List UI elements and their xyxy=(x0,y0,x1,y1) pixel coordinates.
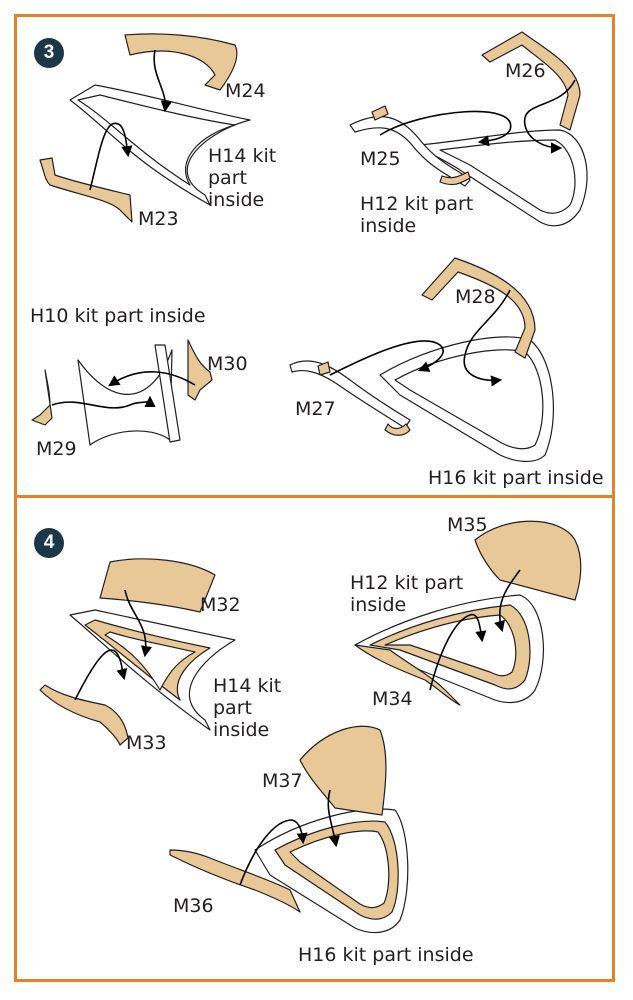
label-h12-inside: H12 kit part inside xyxy=(360,193,474,237)
h10-kit-part xyxy=(77,349,173,446)
arrow-m35 xyxy=(494,569,521,633)
step-3-badge: 3 xyxy=(34,38,64,68)
label-m37: M37 xyxy=(262,770,303,792)
m36-part xyxy=(169,849,301,913)
m24-part xyxy=(124,33,238,91)
label-m29: M29 xyxy=(36,438,77,460)
step-divider xyxy=(14,495,615,498)
m32-part xyxy=(99,558,216,613)
step3-h12-assembly xyxy=(349,31,588,227)
label-m28: M28 xyxy=(455,286,496,308)
arrow-m36 xyxy=(239,819,308,886)
m23-part xyxy=(39,157,133,223)
label-m23: M23 xyxy=(138,208,179,230)
arrow-m37 xyxy=(327,789,340,848)
step3-h14-assembly xyxy=(39,33,251,223)
h14-window xyxy=(104,631,196,691)
h12-inner-channel xyxy=(384,614,517,677)
arrow-m33 xyxy=(74,649,128,701)
m26-part xyxy=(481,31,581,131)
h10-kit-part-side xyxy=(154,344,181,443)
arrow-m29 xyxy=(51,395,156,409)
arrow-m23 xyxy=(89,122,133,191)
arrow-m25 xyxy=(379,110,512,147)
label-m35: M35 xyxy=(447,514,488,536)
label-m26: M26 xyxy=(505,60,546,82)
m34-part xyxy=(354,644,461,706)
label-h12-inside: H12 kit part inside xyxy=(350,572,464,616)
step4-h12-assembly xyxy=(354,520,582,706)
m37-part xyxy=(299,725,387,816)
label-m33: M33 xyxy=(126,732,167,754)
label-h16-inside: H16 kit part inside xyxy=(428,467,604,489)
m29-part xyxy=(31,369,53,426)
step4-h16-assembly xyxy=(169,725,409,934)
label-m34: M34 xyxy=(372,688,413,710)
m28-part xyxy=(421,257,536,359)
label-h14-inside: H14 kit part inside xyxy=(208,145,277,211)
h16-inner-channel xyxy=(289,830,390,909)
arrow-m27 xyxy=(329,340,444,376)
label-h14-inside: H14 kit part inside xyxy=(213,675,282,741)
m27-tab xyxy=(317,361,331,376)
arrow-m34 xyxy=(429,613,487,691)
label-m27: M27 xyxy=(295,398,336,420)
arrow-m26 xyxy=(523,79,576,154)
label-m25: M25 xyxy=(360,148,401,170)
m27-tab-lower xyxy=(384,423,411,436)
m35-part xyxy=(474,520,582,601)
step3-h16-assembly xyxy=(289,257,554,462)
label-m36: M36 xyxy=(173,895,214,917)
arrow-m30 xyxy=(108,371,196,387)
m27-frame xyxy=(289,360,411,429)
h16-kit-part-inner xyxy=(394,349,544,450)
m33-part xyxy=(39,684,129,746)
step-4-badge: 4 xyxy=(34,528,64,558)
step4-h14-assembly xyxy=(39,558,236,746)
label-m30: M30 xyxy=(207,353,248,375)
arrow-m28 xyxy=(463,289,511,387)
m25-frame xyxy=(349,116,471,187)
h12-kit-part-inner xyxy=(439,139,576,214)
label-m32: M32 xyxy=(200,594,241,616)
arrow-m24 xyxy=(153,49,172,113)
label-h10-inside: H10 kit part inside xyxy=(30,305,206,327)
instruction-frame xyxy=(14,14,615,982)
step3-h10-assembly xyxy=(31,339,213,446)
arrow-m32 xyxy=(124,589,152,658)
label-m24: M24 xyxy=(225,80,266,102)
label-h16-inside: H16 kit part inside xyxy=(298,944,474,966)
m25-tab-lower xyxy=(439,171,471,186)
m25-tab xyxy=(371,105,389,121)
